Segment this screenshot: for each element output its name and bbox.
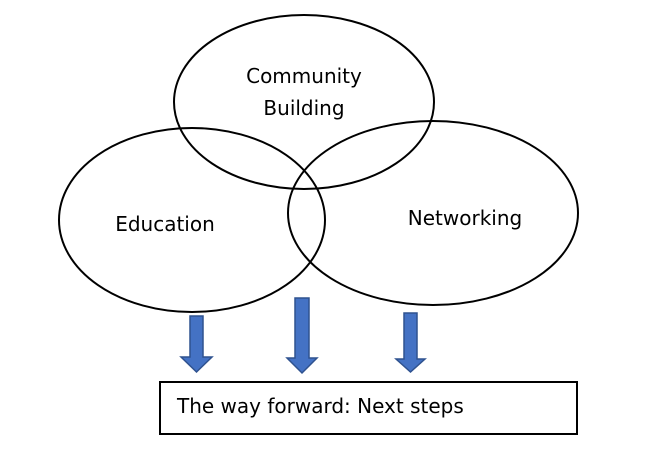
down-arrow-icon bbox=[179, 315, 214, 374]
community-label-line1: Community bbox=[246, 64, 362, 88]
down-arrow-icon bbox=[394, 312, 427, 374]
education-circle bbox=[58, 127, 326, 313]
community-label-line2: Building bbox=[263, 96, 345, 120]
down-arrow-icon bbox=[285, 297, 319, 375]
networking-circle bbox=[287, 120, 579, 306]
next-steps-text: The way forward: Next steps bbox=[177, 394, 464, 418]
networking-label: Networking bbox=[407, 206, 523, 230]
community-label: Community Building bbox=[234, 60, 374, 124]
community-building-circle bbox=[173, 14, 435, 190]
next-steps-box: The way forward: Next steps bbox=[159, 381, 578, 435]
education-label: Education bbox=[115, 212, 215, 236]
